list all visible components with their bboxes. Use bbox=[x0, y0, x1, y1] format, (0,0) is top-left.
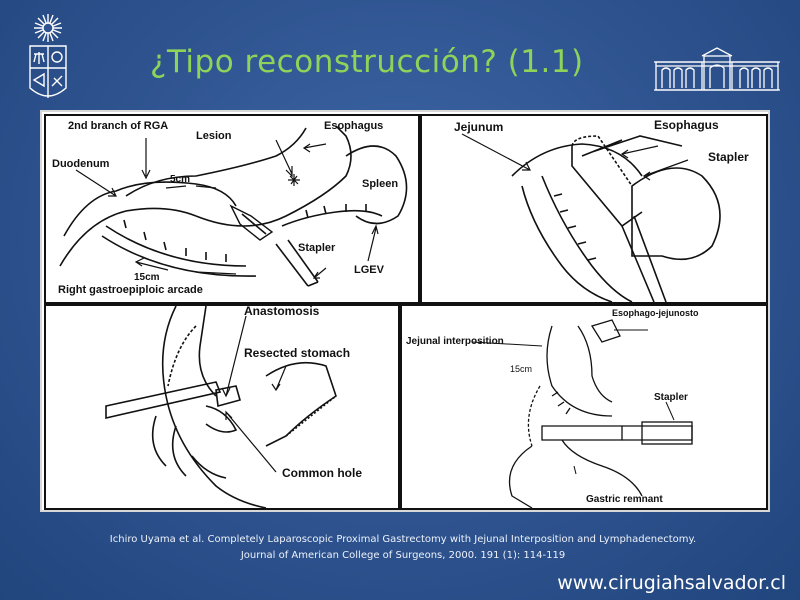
label-arcade: Right gastroepiploic arcade bbox=[58, 284, 203, 296]
panel-anastomosis: Anastomosis Resected stomach Common hole bbox=[44, 304, 400, 510]
label-lesion: Lesion bbox=[196, 130, 232, 142]
slide-title: ¿Tipo reconstrucción? (1.1) bbox=[150, 44, 584, 80]
label-5cm: 5cm bbox=[170, 174, 191, 185]
label-lgev: LGEV bbox=[354, 264, 384, 276]
citation-line-2: Journal of American College of Surgeons,… bbox=[240, 550, 566, 561]
label-stapler: Stapler bbox=[298, 242, 336, 254]
label-jejunal-interposition: Jejunal interposition bbox=[406, 336, 504, 347]
label-stapler-3: Stapler bbox=[654, 392, 688, 403]
label-common-hole: Common hole bbox=[282, 466, 362, 480]
label-gastric-remnant: Gastric remnant bbox=[586, 494, 663, 505]
panel-jejunum-stapling: Jejunum Esophagus Stapler bbox=[420, 114, 768, 304]
label-anastomosis: Anastomosis bbox=[244, 304, 320, 318]
panel-jejunal-interposition: Jejunal interposition Esophago-jejunosto… bbox=[400, 304, 768, 510]
citation-line-1: Ichiro Uyama et al. Completely Laparosco… bbox=[109, 534, 697, 545]
university-logo bbox=[22, 8, 74, 108]
label-spleen: Spleen bbox=[362, 178, 399, 190]
website-url: www.cirugiahsalvador.cl bbox=[557, 572, 786, 594]
label-jejunum: Jejunum bbox=[454, 120, 504, 134]
label-duodenum: Duodenum bbox=[52, 158, 110, 170]
label-resected-stomach: Resected stomach bbox=[244, 346, 351, 360]
label-esophago-jejunostomy: Esophago-jejunosto bbox=[612, 308, 699, 318]
label-esophagus: Esophagus bbox=[324, 120, 384, 132]
surgical-figure: 2nd branch of RGA Lesion Esophagus Duode… bbox=[40, 110, 770, 512]
citation: Ichiro Uyama et al. Completely Laparosco… bbox=[40, 532, 766, 564]
label-rga: 2nd branch of RGA bbox=[68, 120, 169, 132]
label-15cm: 15cm bbox=[134, 272, 160, 283]
hospital-building-logo bbox=[652, 44, 782, 94]
label-esophagus-2: Esophagus bbox=[654, 118, 719, 132]
panel-proximal-gastrectomy: 2nd branch of RGA Lesion Esophagus Duode… bbox=[44, 114, 420, 304]
label-stapler-2: Stapler bbox=[708, 150, 749, 164]
label-15cm-2: 15cm bbox=[510, 364, 533, 374]
